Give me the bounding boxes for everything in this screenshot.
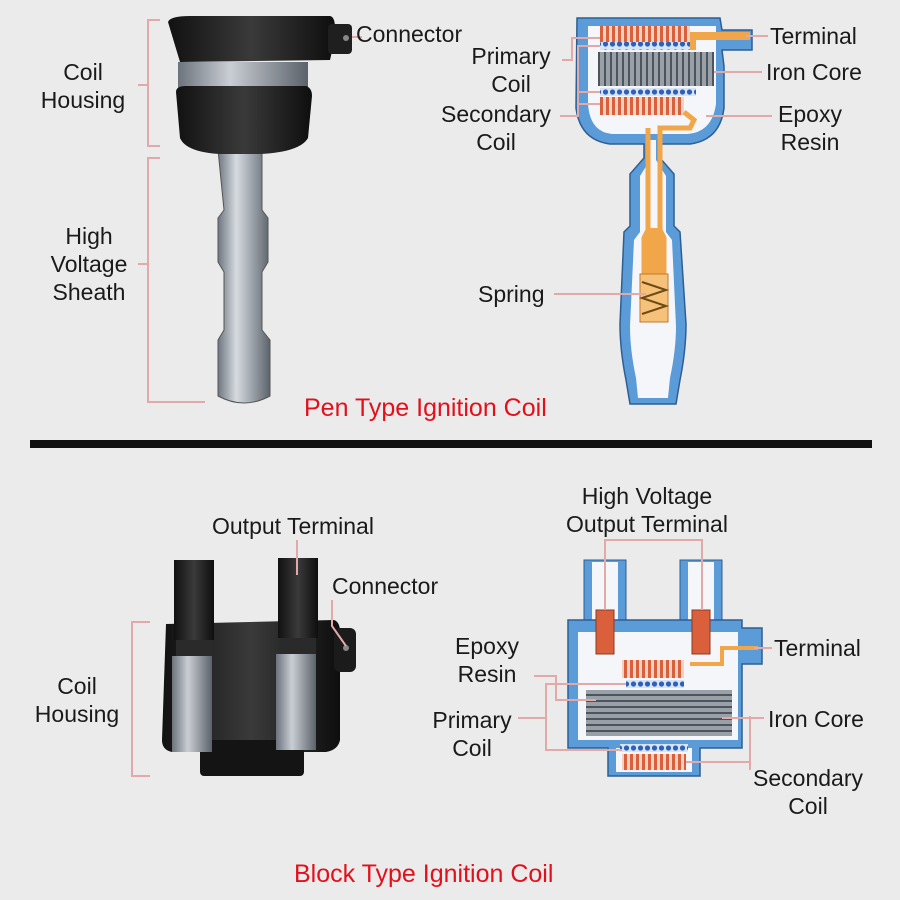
block-coil-housing-label: Coil Housing <box>34 673 120 727</box>
pen-terminal-label: Terminal <box>770 23 857 49</box>
block-output-terminal-label: Output Terminal <box>212 513 374 539</box>
section-divider <box>30 440 872 448</box>
pen-hv-sheath-label: High Voltage Sheath <box>50 223 128 305</box>
block-epoxy-resin-label: Epoxy Resin <box>455 633 519 687</box>
pen-iron-core-label: Iron Core <box>766 59 862 85</box>
block-secondary-coil-label: Secondary Coil <box>753 765 863 819</box>
pen-secondary-coil-label: Secondary Coil <box>441 101 551 155</box>
block-terminal-label: Terminal <box>774 635 861 661</box>
block-connector-label: Connector <box>332 573 439 599</box>
block-title: Block Type Ignition Coil <box>294 860 554 888</box>
block-hv-output-terminal-label: High Voltage Output Terminal <box>566 483 728 537</box>
block-coil-exterior <box>131 540 356 777</box>
pen-spring-label: Spring <box>478 281 545 307</box>
pen-connector-label: Connector <box>356 21 463 47</box>
pen-title: Pen Type Ignition Coil <box>304 394 547 422</box>
block-primary-coil-label: Primary Coil <box>432 707 512 761</box>
pen-coil-housing-label: Coil Housing <box>40 59 126 113</box>
block-coil-cutaway <box>518 539 772 777</box>
pen-coil-cutaway <box>554 17 772 405</box>
pen-primary-coil-label: Primary Coil <box>471 43 551 97</box>
block-iron-core-label: Iron Core <box>768 706 864 732</box>
pen-coil-exterior <box>138 16 362 404</box>
pen-epoxy-resin-label: Epoxy Resin <box>778 101 842 155</box>
